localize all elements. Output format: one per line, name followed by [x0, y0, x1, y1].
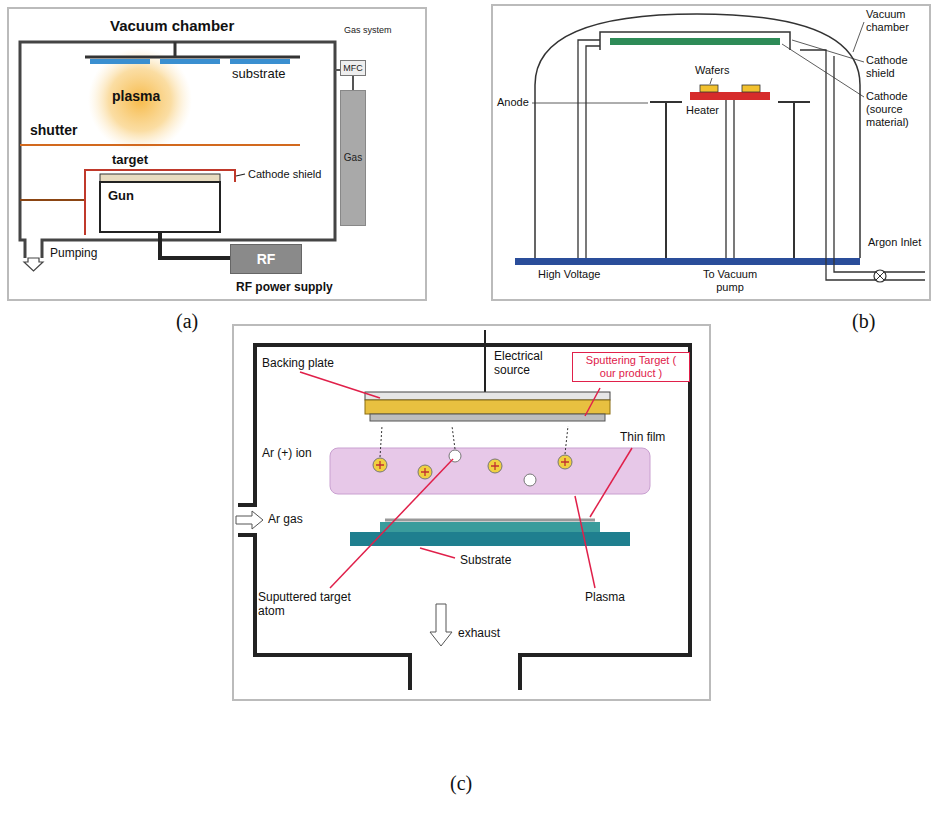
product-callout-box: Sputtering Target ( our product ) — [572, 352, 690, 382]
gas-cylinder: Gas — [340, 90, 366, 226]
part-label: Plasma — [585, 590, 625, 604]
part-label: Vacuum chamber — [866, 8, 930, 34]
part-label: Anode — [497, 96, 529, 109]
part-label: Ar (+) ion — [262, 446, 320, 460]
part-label: Vacuum chamber — [110, 17, 234, 35]
part-label: Electrical source — [494, 349, 566, 377]
panel-caption: (a) — [176, 310, 198, 334]
box-text: MFC — [343, 63, 363, 74]
part-label: Heater — [686, 104, 719, 117]
panel-caption: (c) — [450, 772, 472, 796]
part-label: target — [112, 152, 148, 167]
part-label: Suputtered target atom — [258, 590, 370, 618]
part-label: Ar gas — [268, 512, 303, 526]
part-label: Pumping — [50, 246, 97, 260]
part-label: Cathode shield — [248, 168, 321, 181]
part-label: Gas system — [344, 25, 392, 36]
part-label: Cathode (source material) — [866, 90, 930, 129]
mfc-box: MFC — [340, 60, 366, 76]
part-label: plasma — [112, 88, 160, 105]
box-text: Gas — [344, 152, 362, 164]
part-label: exhaust — [458, 626, 500, 640]
part-label: Wafers — [695, 64, 729, 77]
box-text: Sputtering Target ( our product ) — [577, 354, 685, 380]
part-label: High Voltage — [538, 268, 600, 281]
box-text: RF — [257, 251, 276, 268]
part-label: substrate — [232, 66, 285, 81]
part-label: Cathode shield — [866, 54, 930, 80]
part-label: Gun — [108, 188, 134, 203]
rf-supply-box: RF — [230, 244, 302, 274]
part-label: RF power supply — [236, 280, 333, 294]
part-label: Substrate — [460, 553, 511, 567]
part-label: To Vacuum pump — [690, 268, 770, 294]
part-label: Backing plate — [262, 356, 334, 370]
part-label: Argon Inlet — [868, 236, 928, 249]
part-label: Thin film — [620, 430, 665, 444]
part-label: shutter — [30, 122, 77, 139]
panel-caption: (b) — [852, 310, 875, 334]
